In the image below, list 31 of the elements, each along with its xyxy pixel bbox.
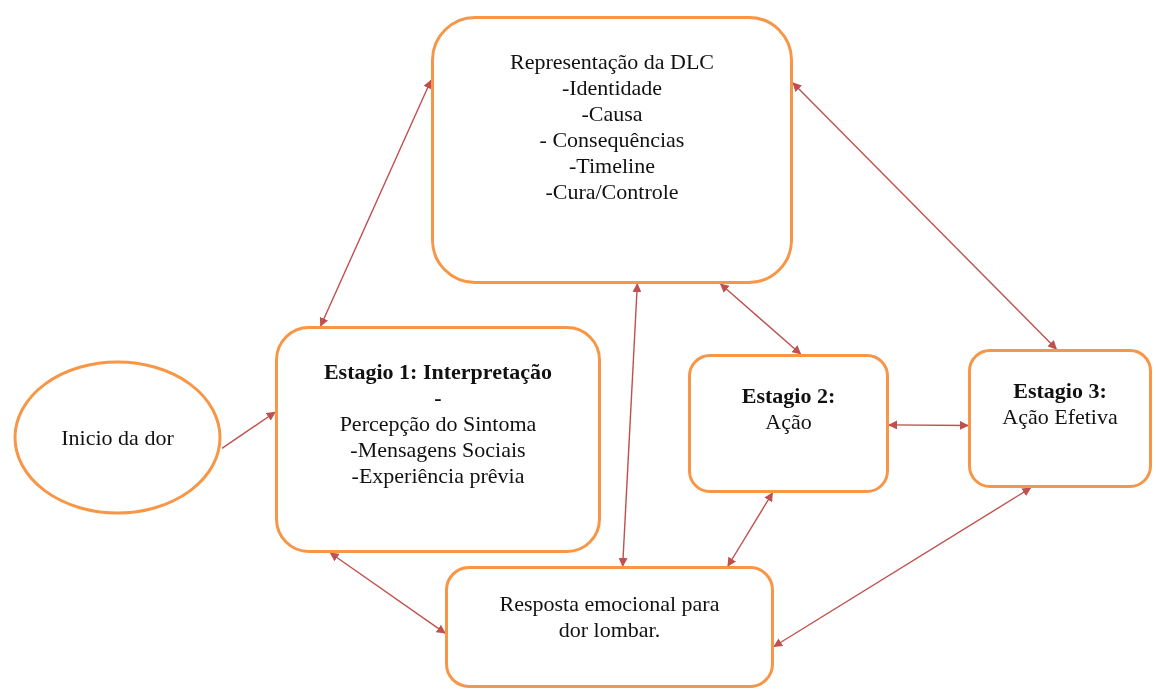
node-text: Ação	[764, 408, 813, 435]
node-text: Ação Efetiva	[1001, 403, 1119, 430]
double-arrow	[888, 420, 969, 430]
double-arrow	[727, 492, 774, 567]
process-box	[445, 566, 774, 688]
node-text: -Timeline	[568, 152, 656, 179]
process-box	[688, 354, 889, 493]
stage-heading: Estagio 3:	[1012, 378, 1108, 404]
double-arrow	[319, 79, 432, 327]
process-box	[431, 16, 793, 284]
double-arrow	[792, 82, 1057, 350]
node-text: Resposta emocional para dor lombar.	[498, 591, 721, 643]
node-text: -Identidade	[560, 74, 664, 101]
double-arrow	[329, 552, 446, 634]
double-arrow	[719, 283, 802, 355]
node-text: -Cura/Controle	[544, 178, 680, 205]
stage-heading: Estagio 2:	[740, 383, 837, 409]
double-arrow	[773, 487, 1032, 648]
double-arrow	[221, 411, 276, 450]
start-ellipse	[13, 360, 222, 515]
node-text: Inicio da dor	[60, 424, 175, 451]
stage-heading: Estagio 1: Interpretação -	[322, 359, 554, 411]
double-arrow	[618, 283, 642, 567]
process-box	[968, 349, 1152, 488]
node-text: - Consequências	[538, 126, 686, 153]
process-box	[275, 326, 601, 553]
node-text: Representação da DLC	[509, 49, 715, 75]
node-text: -Causa	[580, 100, 644, 127]
node-text: -Experiência prêvia	[350, 462, 526, 489]
node-text: -Mensagens Sociais	[349, 436, 527, 463]
node-text: Percepção do Sintoma	[338, 410, 538, 437]
